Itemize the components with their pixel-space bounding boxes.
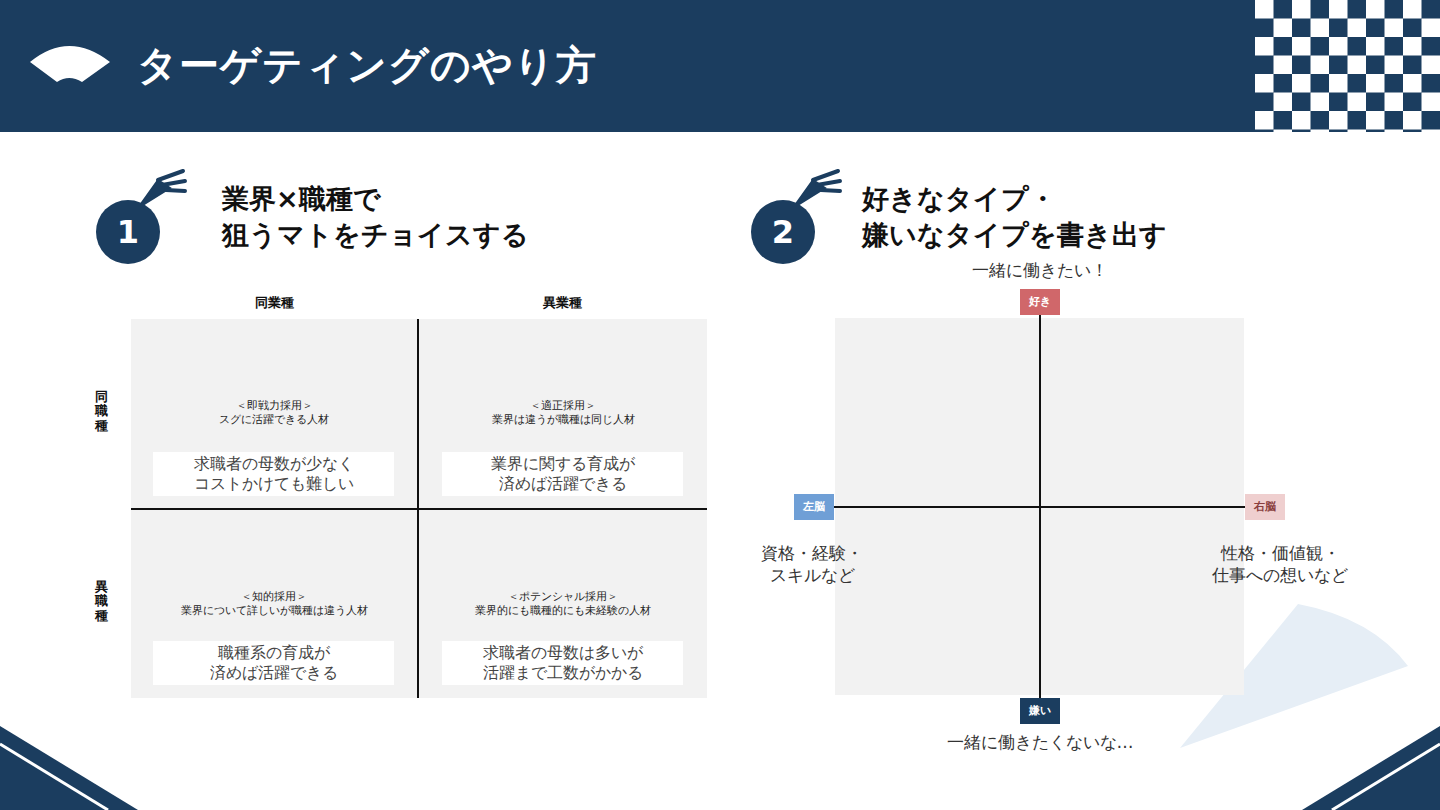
- matrix-cell: ＜ポテンシャル採用＞業界的にも職種的にも未経験の人材求職者の母数は多いが 活躍ま…: [419, 510, 707, 698]
- badge-tail: [793, 171, 840, 208]
- talent-description: 業界について詳しいが職種は違う人材: [131, 604, 417, 618]
- header-bar: [0, 0, 1440, 132]
- axis-tag-text: 好き: [1029, 295, 1051, 309]
- note-text: 業界に関する育成が 済めば活躍できる: [448, 454, 677, 494]
- page-title: ターゲティングのやり方: [137, 38, 597, 93]
- axis-line: [834, 506, 1245, 508]
- axis-tag: 右脳: [1245, 494, 1285, 520]
- column-header: 同業種: [224, 295, 324, 311]
- axis-caption: 一緒に働きたい！: [910, 259, 1170, 281]
- corner-stripe: [0, 744, 108, 810]
- note-text: 求職者の母数は多いが 活躍まで工数がかかる: [448, 643, 677, 683]
- note-box: 求職者の母数は多いが 活躍まで工数がかかる: [442, 641, 683, 685]
- axis-tag-text: 嫌い: [1029, 704, 1051, 718]
- step-badge: 1: [96, 200, 160, 264]
- row-header: 同職種: [95, 390, 108, 433]
- hiring-type: ＜知的採用＞: [131, 590, 417, 604]
- section-heading: 業界×職種で 狙うマトをチョイスする: [222, 181, 662, 253]
- axis-caption: 性格・価値観・ 仕事への想いなど: [1195, 542, 1365, 586]
- axis-caption: 資格・経験・ スキルなど: [742, 542, 882, 586]
- note-text: 職種系の育成が 済めば活躍できる: [159, 643, 388, 683]
- axis-tag: 好き: [1020, 289, 1060, 315]
- axis-tag: 嫌い: [1020, 698, 1060, 724]
- corner-stripe: [1332, 744, 1440, 810]
- hiring-type: ＜適正採用＞: [419, 399, 707, 413]
- talent-description: 業界的にも職種的にも未経験の人材: [419, 604, 707, 618]
- matrix-cell: ＜即戦力採用＞スグに活躍できる人材求職者の母数が少なく コストかけても難しい: [131, 319, 417, 508]
- fan-icon: [30, 46, 110, 82]
- note-box: 職種系の育成が 済めば活躍できる: [153, 641, 394, 685]
- column-header: 異業種: [512, 295, 612, 311]
- hiring-type: ＜ポテンシャル採用＞: [419, 590, 707, 604]
- section-heading: 好きなタイプ・ 嫌いなタイプを書き出す: [862, 181, 1302, 253]
- row-header: 異職種: [95, 580, 108, 623]
- axis-tag-text: 右脳: [1254, 500, 1276, 514]
- matrix-cell: ＜適正採用＞業界は違うが職種は同じ人材業界に関する育成が 済めば活躍できる: [419, 319, 707, 508]
- axis-caption: 一緒に働きたくないな…: [910, 731, 1170, 753]
- note-box: 業界に関する育成が 済めば活躍できる: [442, 452, 683, 496]
- badge-tail: [138, 171, 185, 208]
- note-text: 求職者の母数が少なく コストかけても難しい: [159, 454, 388, 494]
- axis-tag: 左脳: [794, 494, 834, 520]
- talent-description: 業界は違うが職種は同じ人材: [419, 413, 707, 427]
- matrix-cell: ＜知的採用＞業界について詳しいが職種は違う人材職種系の育成が 済めば活躍できる: [131, 510, 417, 698]
- talent-description: スグに活躍できる人材: [131, 413, 417, 427]
- corner-band: [0, 726, 138, 810]
- note-box: 求職者の母数が少なく コストかけても難しい: [153, 452, 394, 496]
- axis-tag-text: 左脳: [803, 500, 825, 514]
- step-badge: 2: [751, 200, 815, 264]
- step-number: 2: [772, 213, 794, 251]
- hiring-type: ＜即戦力採用＞: [131, 399, 417, 413]
- step-number: 1: [117, 213, 139, 251]
- corner-band: [1302, 726, 1440, 810]
- matrix-ground: [131, 319, 707, 698]
- checker-pattern: [1255, 0, 1440, 132]
